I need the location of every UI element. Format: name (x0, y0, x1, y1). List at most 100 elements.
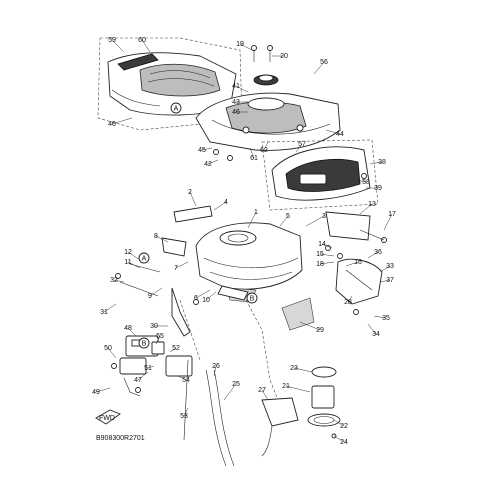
part-number-label: 51 (144, 365, 152, 372)
leader-line (355, 179, 367, 183)
leader-line (345, 261, 359, 267)
part-number-label: 38 (378, 159, 386, 166)
part-number-label: 16 (354, 259, 362, 266)
leader-line (263, 141, 269, 151)
part-number-label: 20 (280, 53, 288, 60)
leader-line (155, 235, 169, 243)
mount-strap (171, 287, 191, 337)
part-number-label: 37 (386, 277, 394, 284)
leader-line (169, 347, 177, 353)
leader-line (207, 159, 219, 165)
bracket-stay (345, 269, 373, 291)
tank-bracket (325, 211, 371, 241)
part-number-label: 32 (110, 277, 118, 284)
leader-line (325, 129, 341, 135)
leader-line (319, 261, 335, 265)
leader-line (183, 407, 189, 417)
leader-line (127, 251, 141, 261)
leader-line (373, 315, 387, 319)
part-number-label: 57 (298, 141, 306, 148)
leader-line (247, 211, 257, 229)
leader-line (149, 287, 163, 297)
tank-bracket (217, 285, 249, 301)
leader-line (313, 61, 325, 75)
part-number-label: 2 (188, 189, 192, 196)
part-number-label: 50 (104, 345, 112, 352)
leader-line (347, 295, 353, 303)
leader-line (333, 419, 345, 427)
leader-line (359, 203, 373, 215)
part-number-label: 55 (156, 333, 164, 340)
drain-hose (183, 359, 189, 441)
leader-line (141, 39, 151, 53)
leader-line (107, 347, 117, 359)
leader-line (333, 435, 345, 443)
part-number-label: 43 (232, 99, 240, 106)
part-number-label: 58 (362, 179, 370, 186)
part-number-label: 33 (386, 263, 394, 270)
leader-line (189, 191, 197, 207)
part-number-label: 9 (148, 293, 152, 300)
callout-letter: B (250, 296, 255, 303)
part-number-label: 18 (316, 261, 324, 268)
leader-line (175, 261, 189, 269)
bolt-set (111, 45, 387, 439)
part-number-label: 7 (174, 265, 178, 272)
part-number-label: 30 (150, 323, 158, 330)
fuel-tank-group (195, 222, 303, 303)
part-number-label: 25 (232, 381, 240, 388)
part-number-label: 54 (182, 377, 190, 384)
part-number-label: 5 (286, 213, 290, 220)
leader-line (239, 43, 253, 51)
leader-line (195, 289, 211, 299)
leader-line (279, 215, 289, 227)
leader-line (111, 39, 125, 53)
rear-bracket (335, 258, 383, 305)
clamp-rod (119, 281, 159, 297)
leader-line (155, 335, 161, 345)
part-number-label: 39 (374, 185, 382, 192)
part-number-label: 40 (108, 121, 116, 128)
part-number-label: 60 (138, 37, 146, 44)
callout-letter: A (142, 256, 147, 263)
part-number-label: 28 (344, 299, 352, 306)
leader-line (223, 383, 237, 401)
callout-a-lower: A (138, 252, 150, 264)
leader-line (213, 201, 227, 211)
callout-a-upper: A (170, 102, 182, 114)
part-number-label: 11 (124, 259, 131, 266)
leader-line (367, 323, 377, 335)
part-number-label: 47 (134, 377, 142, 384)
leader-line (293, 367, 313, 373)
part-number-label: 26 (212, 363, 220, 370)
part-number-label: 56 (320, 59, 328, 66)
diagram-code: B908300R2701 (96, 435, 145, 442)
leader-line (103, 303, 117, 313)
callout-letter: A (174, 106, 179, 113)
leader-line (367, 251, 379, 259)
part-number-label: 48 (124, 325, 132, 332)
leader-line (305, 215, 325, 227)
part-number-label: 21 (282, 383, 290, 390)
leader-line (147, 365, 155, 369)
part-number-label: 6 (194, 295, 198, 302)
part-number-label: 49 (92, 389, 100, 396)
leader-line (127, 327, 137, 337)
part-number-label: 36 (374, 249, 382, 256)
part-number-label: 52 (172, 345, 180, 352)
leader-line (235, 85, 249, 93)
leader-line (295, 143, 303, 153)
fwd-arrow: FWD (95, 409, 121, 425)
leader-line (213, 365, 217, 377)
leader-line (261, 389, 269, 401)
part-number-label: 19 (236, 41, 244, 48)
part-number-label: 17 (388, 211, 396, 218)
part-number-label: 29 (316, 327, 324, 334)
side-cover-group (261, 139, 379, 211)
part-number-label: 24 (340, 439, 348, 446)
part-number-label: 27 (258, 387, 266, 394)
leader-line (127, 261, 141, 269)
part-number-label: 12 (124, 249, 132, 256)
part-number-label: 62 (260, 147, 268, 154)
